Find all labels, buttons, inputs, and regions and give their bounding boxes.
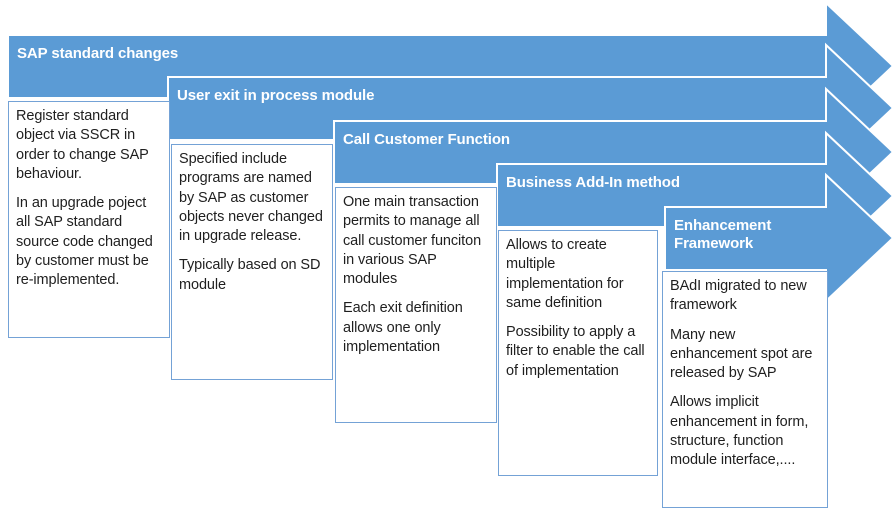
card-paragraph: Allows implicit enhancement in form, str… — [670, 394, 809, 469]
card-paragraph: BAdI migrated to new framework — [670, 278, 807, 314]
banner-business-add-in: Business Add-In method — [497, 164, 826, 227]
banner-title: SAP standard changes — [17, 45, 179, 62]
card-paragraph: Allows to create multiple implementation… — [506, 237, 624, 311]
card-paragraph: Many new enhancement spot are released b… — [670, 326, 813, 382]
arrow-shape-enhancement-framework — [664, 172, 894, 304]
description-card-user-exit: Specified include programs are named by … — [171, 144, 333, 380]
card-paragraph: Possibility to apply a filter to enable … — [506, 324, 645, 379]
card-paragraph: One main transaction permits to manage a… — [343, 194, 482, 288]
banner-title: Business Add-In method — [506, 174, 680, 191]
description-card-enhancement-framework: BAdI migrated to new framework Many new … — [662, 271, 828, 508]
banner-call-customer-function: Call Customer Function — [334, 121, 826, 184]
card-paragraph: Each exit definition allows one only imp… — [343, 300, 463, 355]
description-card-business-add-in: Allows to create multiple implementation… — [498, 230, 658, 476]
banner-sap-standard-changes: SAP standard changes — [8, 35, 826, 98]
banner-title: Enhancement Framework — [674, 217, 772, 253]
card-paragraph: Typically based on SD module — [179, 257, 321, 293]
card-paragraph: In an upgrade poject all SAP standard so… — [16, 195, 153, 289]
card-paragraph: Register standard object via SSCR in ord… — [16, 108, 149, 182]
banner-enhancement-framework: Enhancement Framework — [665, 207, 826, 270]
banner-user-exit: User exit in process module — [168, 77, 826, 140]
card-paragraph: Specified include programs are named by … — [179, 151, 323, 245]
description-card-call-customer-function: One main transaction permits to manage a… — [335, 187, 497, 423]
banner-title: Call Customer Function — [343, 131, 510, 148]
description-card-sap-standard-changes: Register standard object via SSCR in ord… — [8, 101, 170, 338]
banner-title: User exit in process module — [177, 87, 375, 104]
